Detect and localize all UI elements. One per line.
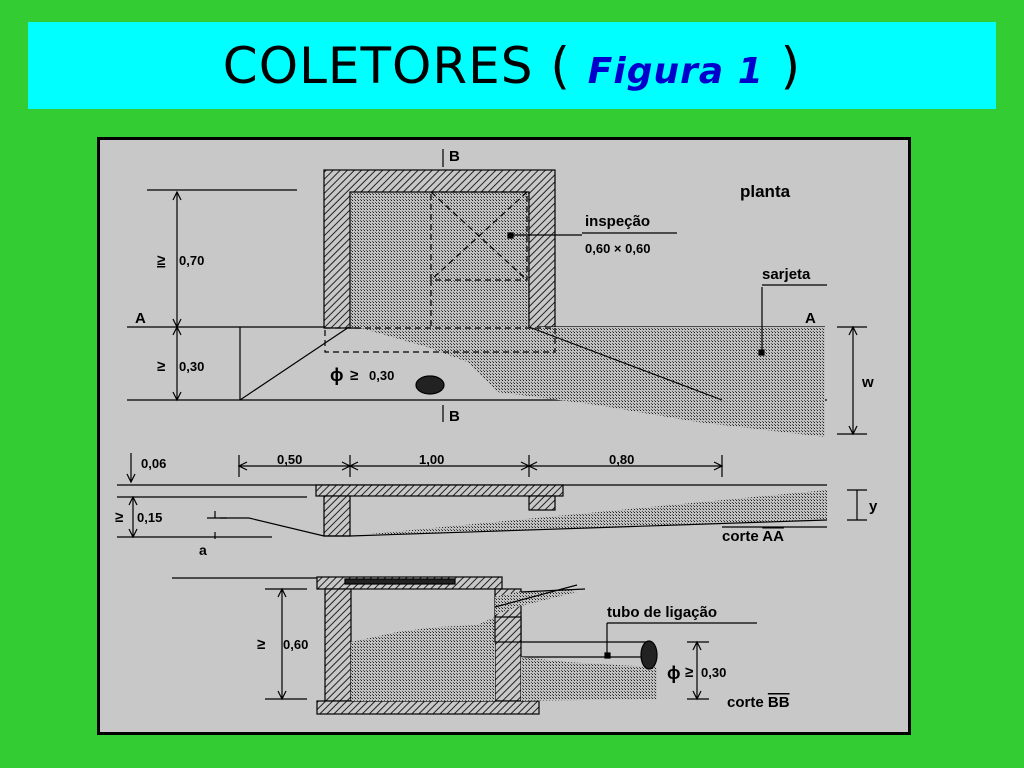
- water-shading-bb: [351, 617, 495, 701]
- dim-006: 0,06: [141, 456, 166, 471]
- title-close: ): [780, 36, 802, 95]
- ge-pipe-plan: ≥: [350, 367, 358, 384]
- technical-drawing: planta B B A A inspeção 0,60 × 0,60 sarj…: [97, 137, 911, 735]
- inspection-size: 0,60 × 0,60: [585, 241, 650, 256]
- section-a-left: A: [135, 310, 146, 327]
- dim-100: 1,00: [419, 452, 444, 467]
- inspection-box-inner: [349, 191, 530, 329]
- title-figure-ref: Figura 1: [587, 50, 764, 92]
- ge-060: ≥: [257, 636, 265, 653]
- slide-title: COLETORES ( Figura 1 ): [223, 37, 801, 95]
- slab-aa: [315, 484, 564, 497]
- pipe-dia-plan: 0,30: [369, 368, 394, 383]
- pipe-dia-bb: 0,30: [701, 665, 726, 680]
- y-label: y: [869, 498, 878, 515]
- dim-080: 0,80: [609, 452, 634, 467]
- phi-bb: ϕ: [667, 663, 681, 683]
- gutter-shading-plan: [357, 327, 825, 437]
- phi-plan: ϕ: [330, 365, 344, 385]
- ge-pipe-bb: ≥: [685, 664, 693, 681]
- gutter-shading-aa: [350, 490, 827, 536]
- inspection-label: inspeção: [585, 213, 650, 230]
- section-a-right: A: [805, 310, 816, 327]
- dim-015: 0,15: [137, 510, 162, 525]
- dim-030: 0,30: [179, 359, 204, 374]
- pipe-outlet-plan: [415, 375, 445, 395]
- title-main: COLETORES (: [222, 36, 571, 95]
- a-label: a: [199, 542, 207, 558]
- ge-070: ≥: [157, 252, 165, 269]
- title-bar: COLETORES ( Figura 1 ): [28, 22, 996, 109]
- w-label: w: [861, 374, 874, 391]
- dim-060: 0,60: [283, 637, 308, 652]
- gutter-label: sarjeta: [762, 266, 811, 283]
- plan-label: planta: [740, 182, 791, 201]
- ge-030: ≥: [157, 358, 165, 375]
- section-b-top: B: [449, 148, 460, 165]
- section-b-bottom: B: [449, 408, 460, 425]
- ge-015: ≥: [115, 509, 123, 526]
- corte-bb-label: corte BB: [727, 694, 790, 711]
- pipe-outlet-bb: [640, 640, 658, 670]
- corte-aa-label: corte AA: [722, 528, 784, 545]
- dim-050: 0,50: [277, 452, 302, 467]
- dim-070: 0,70: [179, 253, 204, 268]
- tube-label: tubo de ligação: [607, 604, 717, 621]
